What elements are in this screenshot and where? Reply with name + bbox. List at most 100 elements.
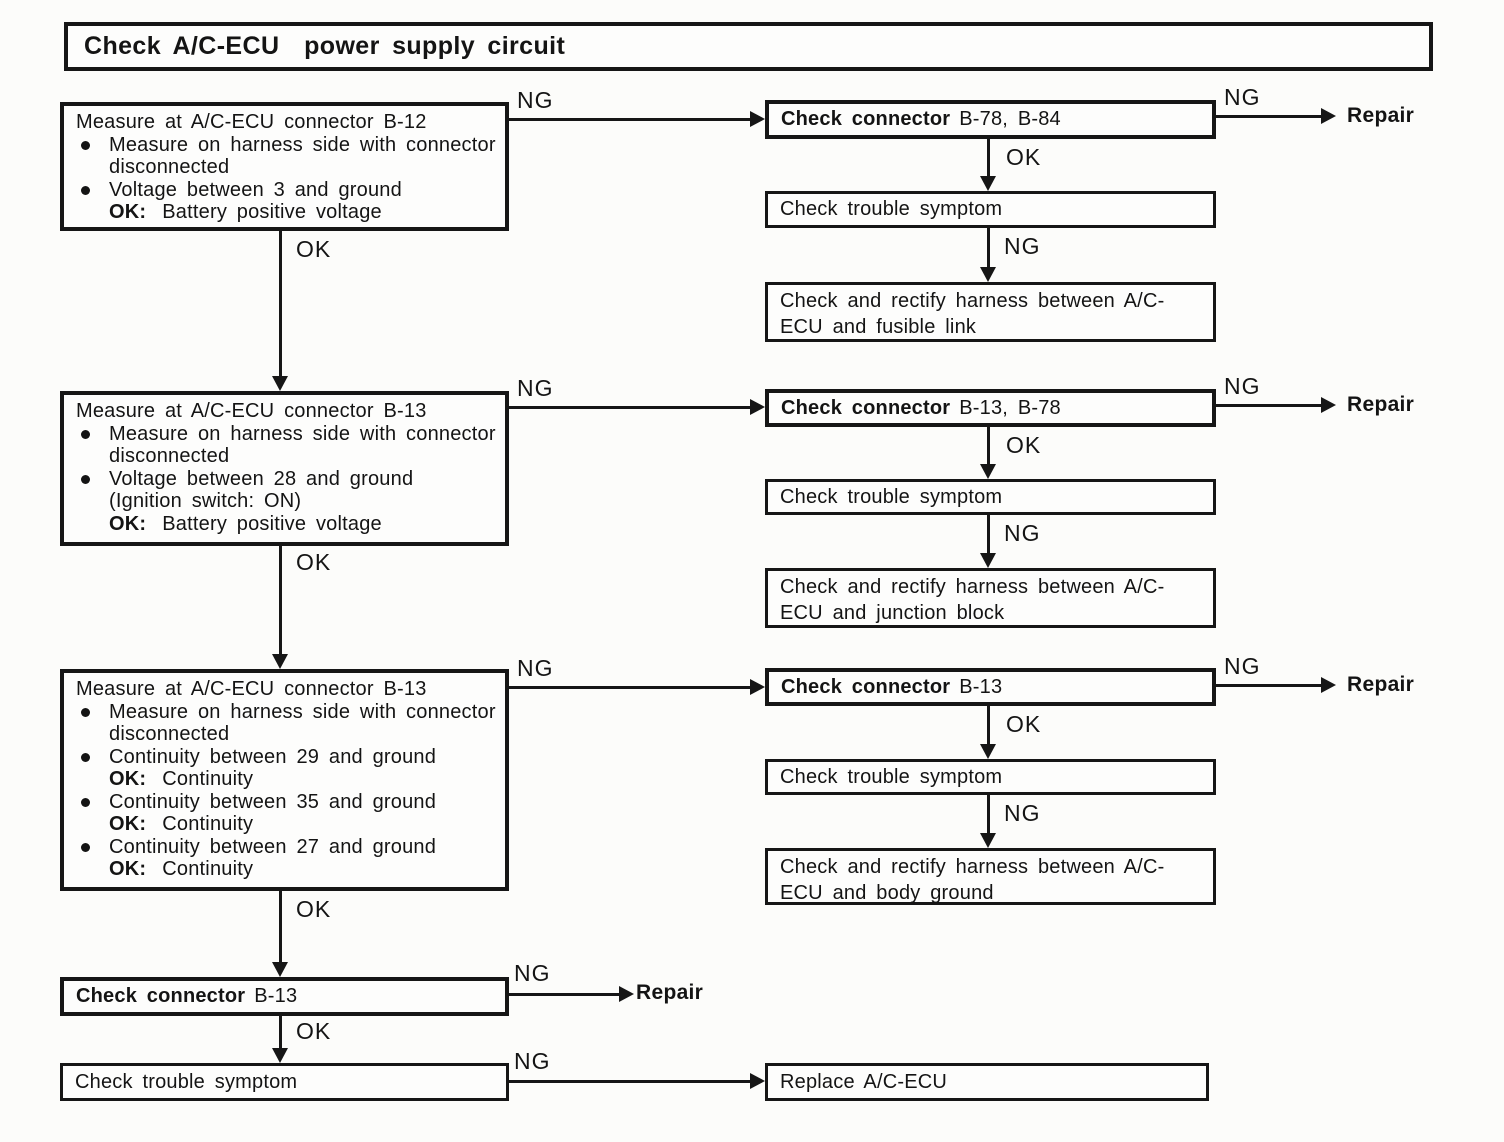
flow-line — [509, 686, 751, 689]
ng-label: NG — [1004, 800, 1041, 826]
measure-box-b13-continuity-bullet-1: Measure on harness side with connector d… — [76, 701, 497, 746]
arrow-down-icon — [272, 376, 288, 391]
check-connector-b13-b78-box: Check connector B-13, B-78 — [765, 389, 1216, 427]
ng-label: NG — [1224, 653, 1261, 679]
ng-label: NG — [514, 960, 551, 986]
measure-box-b13-continuity-bullet-3: Continuity between 35 and ground — [76, 791, 497, 814]
ok-label: OK — [1006, 144, 1042, 170]
check-connector-b78-b84-box: Check connector B-78, B-84 — [765, 100, 1216, 139]
flow-line — [987, 427, 990, 465]
check-connector-label: Check connector — [781, 675, 951, 698]
connector-id: B-13, B-78 — [959, 396, 1061, 419]
repair-label: Repair — [636, 981, 704, 1004]
measure-box-b13-voltage-bullet-2: Voltage between 28 and ground — [76, 468, 497, 491]
arrow-right-icon — [1321, 677, 1336, 693]
repair-label: Repair — [1347, 393, 1415, 416]
trouble-symptom-label: Check trouble symptom — [75, 1070, 298, 1093]
check-connector-label: Check connector — [76, 985, 246, 1007]
measure-box-b12-ok-line: OK:Battery positive voltage — [109, 201, 382, 223]
ng-label: NG — [517, 655, 554, 681]
flow-line — [279, 1016, 282, 1050]
measure-box-b13-continuity-bullet-4: Continuity between 27 and ground — [76, 836, 497, 859]
ok-label: OK — [296, 896, 332, 922]
measure-box-b12-bullet-2: Voltage between 3 and ground — [76, 179, 497, 202]
measure-box-b12: Measure at A/C-ECU connector B-12 Measur… — [60, 102, 509, 231]
check-trouble-symptom-bottom-box: Check trouble symptom — [60, 1063, 509, 1101]
check-connector-label: Check connector — [781, 396, 951, 419]
ok-label: OK — [296, 1018, 332, 1044]
measure-box-b13-continuity-ok-3: OK:Continuity — [109, 858, 254, 880]
measure-box-b13-voltage-note: (Ignition switch: ON) — [109, 490, 302, 512]
flow-line — [509, 118, 751, 121]
flow-line — [279, 891, 282, 963]
arrow-down-icon — [272, 1048, 288, 1063]
measure-box-b12-bullet-1: Measure on harness side with connector d… — [76, 134, 497, 179]
arrow-down-icon — [272, 654, 288, 669]
rectify-harness-fusible-link-box: Check and rectify harness between A/C-EC… — [765, 282, 1216, 342]
rectify-harness-label: Check and rectify harness between A/C-EC… — [780, 576, 1165, 624]
rectify-harness-body-ground-box: Check and rectify harness between A/C-EC… — [765, 848, 1216, 905]
bullet-icon — [76, 134, 109, 179]
flowchart-title: Check A/C-ECU power supply circuit — [84, 32, 566, 60]
replace-ac-ecu-label: Replace A/C-ECU — [780, 1070, 948, 1093]
bullet-icon — [76, 746, 109, 769]
ng-label: NG — [1224, 84, 1261, 110]
measure-box-b13-voltage-ok-line: OK:Battery positive voltage — [109, 512, 382, 535]
flow-line — [1216, 115, 1322, 118]
replace-ac-ecu-box: Replace A/C-ECU — [765, 1063, 1209, 1101]
flow-line — [987, 228, 990, 268]
arrow-right-icon — [1321, 397, 1336, 413]
check-connector-b13-box: Check connector B-13 — [765, 668, 1216, 706]
flow-line — [506, 993, 620, 996]
flowchart-title-box: Check A/C-ECU power supply circuit — [64, 22, 1433, 71]
bullet-icon — [76, 468, 109, 491]
arrow-down-icon — [980, 464, 996, 479]
ok-label: OK — [296, 236, 332, 262]
bullet-icon — [76, 423, 109, 468]
trouble-symptom-label: Check trouble symptom — [780, 198, 1003, 220]
bullet-icon — [76, 791, 109, 814]
arrow-down-icon — [980, 744, 996, 759]
bullet-icon — [76, 179, 109, 202]
check-connector-label: Check connector — [781, 108, 951, 130]
arrow-right-icon — [619, 986, 634, 1002]
flow-line — [506, 1080, 752, 1083]
ng-label: NG — [1004, 233, 1041, 259]
measure-box-b13-continuity-ok-1: OK:Continuity — [109, 768, 254, 790]
connector-id: B-13 — [254, 985, 298, 1007]
ng-label: NG — [517, 87, 554, 113]
measure-box-b13-continuity-ok-2: OK:Continuity — [109, 813, 254, 835]
arrow-right-icon — [750, 1073, 765, 1089]
flow-line — [1216, 684, 1322, 687]
arrow-down-icon — [980, 267, 996, 282]
measure-box-b12-heading: Measure at A/C-ECU connector B-12 — [76, 111, 427, 133]
repair-label: Repair — [1347, 104, 1415, 127]
check-trouble-symptom-box-1: Check trouble symptom — [765, 191, 1216, 228]
bullet-icon — [76, 701, 109, 746]
bullet-icon — [76, 836, 109, 859]
arrow-right-icon — [750, 399, 765, 415]
measure-box-b13-continuity-heading: Measure at A/C-ECU connector B-13 — [76, 678, 427, 700]
measure-box-b13-voltage-heading: Measure at A/C-ECU connector B-13 — [76, 400, 427, 422]
arrow-down-icon — [980, 176, 996, 191]
measure-box-b13-voltage: Measure at A/C-ECU connector B-13 Measur… — [60, 391, 509, 546]
ng-label: NG — [1224, 373, 1261, 399]
repair-label: Repair — [1347, 673, 1415, 696]
trouble-symptom-label: Check trouble symptom — [780, 765, 1003, 788]
rectify-harness-junction-block-box: Check and rectify harness between A/C-EC… — [765, 568, 1216, 628]
flow-line — [279, 231, 282, 377]
arrow-down-icon — [272, 962, 288, 977]
ok-label: OK — [1006, 432, 1042, 458]
ng-label: NG — [514, 1048, 551, 1074]
arrow-down-icon — [980, 833, 996, 848]
measure-box-b13-continuity-bullet-2: Continuity between 29 and ground — [76, 746, 497, 769]
ok-label: OK — [296, 549, 332, 575]
flow-line — [987, 515, 990, 554]
ok-label: OK — [1006, 711, 1042, 737]
ng-label: NG — [1004, 520, 1041, 546]
connector-id: B-78, B-84 — [959, 108, 1061, 130]
flow-line — [509, 406, 751, 409]
arrow-right-icon — [1321, 108, 1336, 124]
arrow-right-icon — [750, 111, 765, 127]
